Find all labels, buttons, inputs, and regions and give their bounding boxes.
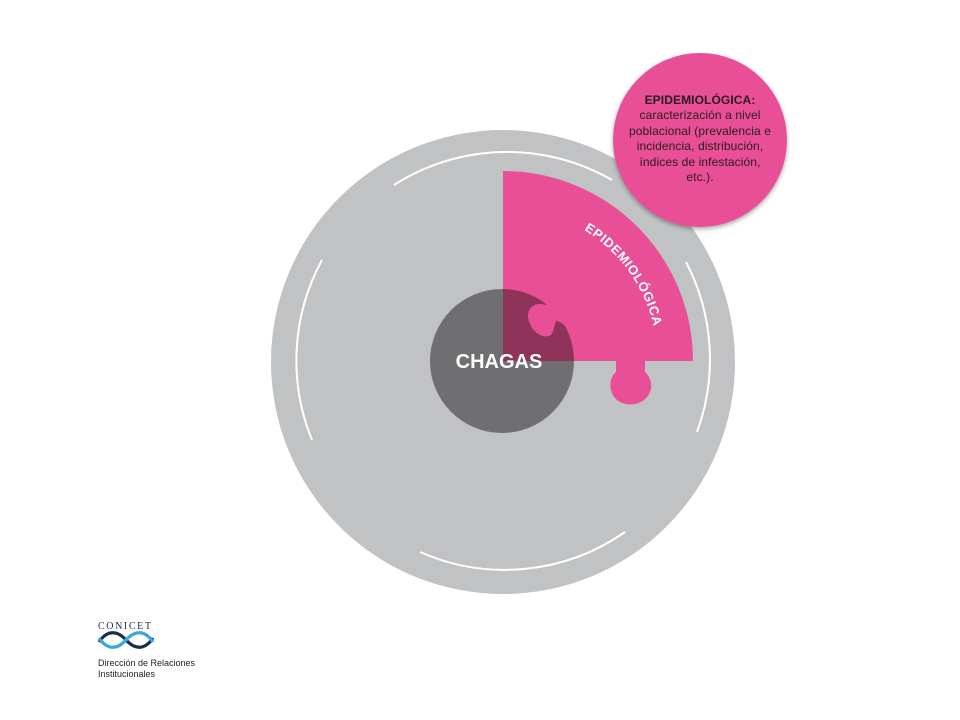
logo-caption-line2: Institucionales [98, 669, 156, 679]
center-label: CHAGAS [456, 351, 543, 373]
rim-arc-top [393, 150, 613, 186]
rim-arc-bottom [419, 531, 626, 571]
puzzle-notch [527, 296, 576, 337]
rim-arc-right [685, 261, 711, 433]
rim-arc-left [295, 259, 323, 441]
logo-caption-line1: Dirección de Relaciones [98, 658, 196, 668]
conicet-logo-icon [97, 631, 155, 649]
callout-bubble [613, 53, 787, 227]
logo-name: CONICET [98, 621, 153, 632]
segment-tab-bottom [610, 361, 652, 405]
logo-caption: Dirección de Relaciones Institucionales [98, 658, 218, 680]
conicet-logo: CONICET Dirección de Relaciones Instituc… [98, 621, 218, 680]
